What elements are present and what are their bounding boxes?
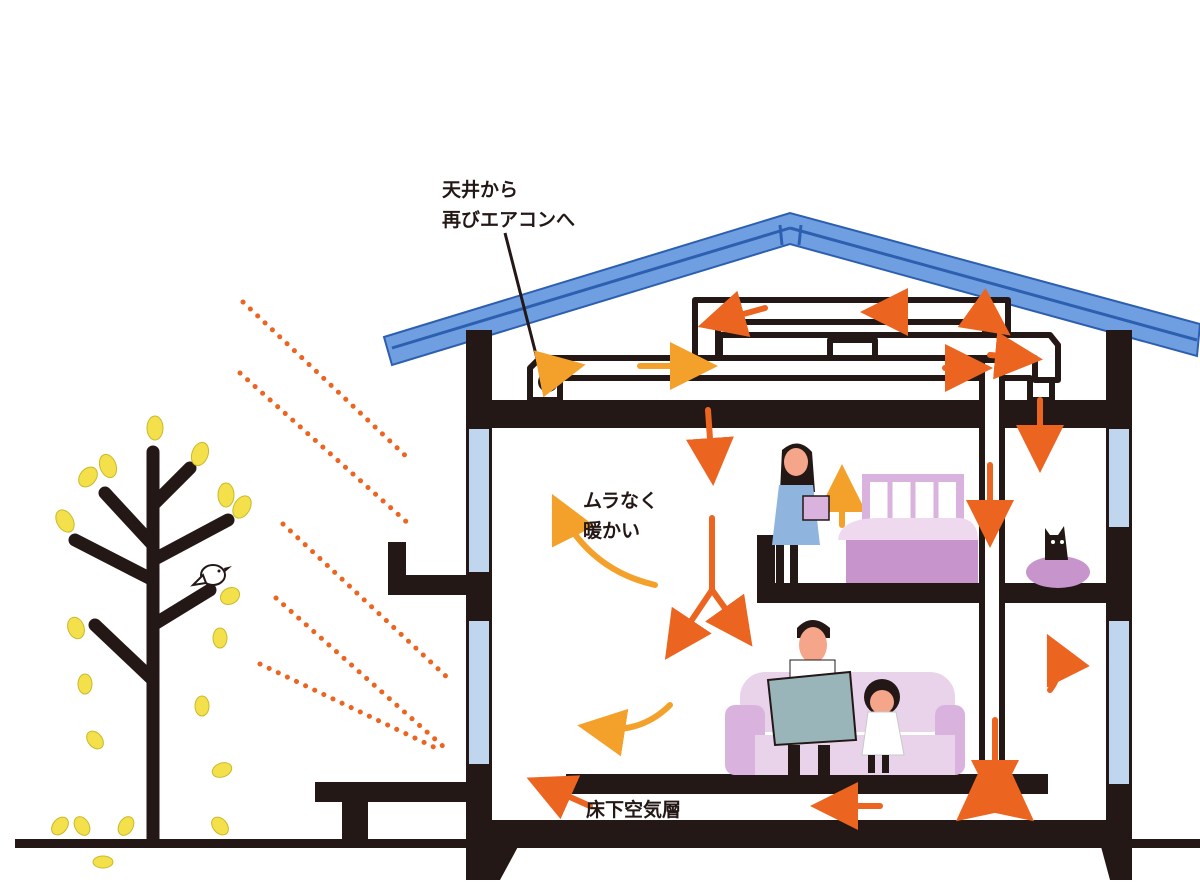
even-warmth-label: ムラなく 暖かい <box>583 486 658 546</box>
person-icon <box>766 620 858 775</box>
bed-icon <box>838 474 978 583</box>
window <box>467 427 1131 786</box>
house-structure <box>315 330 1132 880</box>
warm-air-arrows <box>526 288 1090 830</box>
ground-line <box>15 839 1200 848</box>
ceiling-to-aircon-line1: 天井から <box>442 179 519 201</box>
person-icon <box>861 679 905 773</box>
roof-icon <box>382 211 1200 367</box>
ceiling-to-aircon-label: 天井から 再びエアコンへ <box>442 175 575 235</box>
underfloor-air-layer-label: 床下空気層 <box>586 799 682 821</box>
ceiling-to-aircon-line2: 再びエアコンへ <box>442 209 576 231</box>
warm-air-arrows-light <box>533 342 866 757</box>
cat-icon <box>1026 526 1090 588</box>
sun-ray-icon <box>237 299 453 753</box>
even-warmth-line2: 暖かい <box>583 520 641 542</box>
tree-icon <box>51 415 252 869</box>
bird-icon <box>190 564 232 587</box>
even-warmth-line1: ムラなく <box>583 490 659 512</box>
person-icon <box>772 443 830 585</box>
